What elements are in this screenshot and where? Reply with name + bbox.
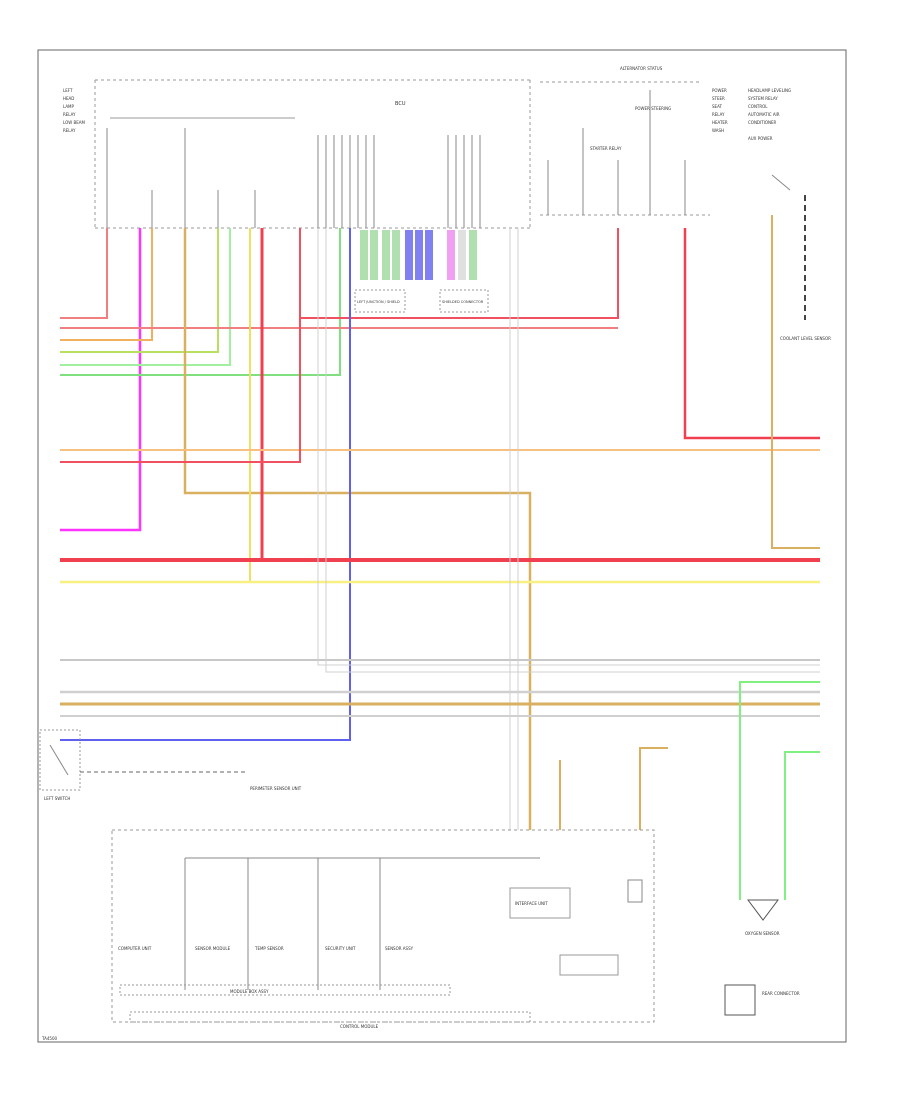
svg-text:AUTOMATIC AIR: AUTOMATIC AIR: [748, 112, 780, 117]
svg-text:POWER: POWER: [712, 88, 727, 93]
bottom-label: CONTROL MODULE: [340, 1024, 379, 1029]
svg-text:AUX POWER: AUX POWER: [748, 136, 773, 141]
module-box-label: MODULE BOX ASSY: [230, 989, 269, 994]
top-connector-label: BCU: [395, 101, 406, 107]
svg-text:RELAY: RELAY: [712, 112, 725, 117]
center-connector-group-label: SHIELDED CONNECTOR: [442, 300, 484, 304]
sub-box-label: INTERFACE UNIT: [515, 901, 548, 906]
svg-text:HEADLAMP LEVELING: HEADLAMP LEVELING: [748, 88, 791, 93]
svg-text:SEAT: SEAT: [712, 104, 722, 109]
left-lower-switch-label: LEFT SWITCH: [44, 796, 70, 801]
svg-text:CONTROL: CONTROL: [748, 104, 768, 109]
right-lower-label: OXYGEN SENSOR: [745, 931, 780, 936]
svg-text:LOW BEAM: LOW BEAM: [63, 120, 85, 125]
svg-text:WASH: WASH: [712, 128, 724, 133]
diagram-frame: [37, 49, 847, 1043]
svg-text:RELAY: RELAY: [63, 112, 76, 117]
right-top-label-2: POWER STEERING: [635, 106, 671, 111]
svg-text:HEAD: HEAD: [63, 96, 74, 101]
svg-text:HEATER: HEATER: [712, 120, 728, 125]
wire-set: [60, 215, 820, 900]
module-box: [111, 829, 655, 1023]
svg-text:CONDITIONER: CONDITIONER: [748, 120, 776, 125]
svg-text:SYSTEM RELAY: SYSTEM RELAY: [748, 96, 778, 101]
pin-blocks: [360, 230, 477, 280]
corner-code: TA4500: [41, 1036, 58, 1041]
top-left-labels: LEFT HEAD LAMP RELAY LOW BEAM RELAY: [63, 88, 85, 133]
left-connector-group-label: LEFT JUNCTION / SHIELD: [357, 300, 400, 304]
module-unit-5: SENSOR ASSY: [385, 946, 414, 951]
top-right-labels: POWER STEER SEAT RELAY HEATER WASH HEADLAMP …: [712, 88, 791, 141]
module-unit-4: SECURITY UNIT: [325, 946, 356, 951]
module-unit-3: TEMP SENSOR: [254, 946, 284, 951]
module-unit-1: COMPUTER UNIT: [118, 946, 152, 951]
svg-text:RELAY: RELAY: [63, 128, 76, 133]
connector-pins: [106, 90, 686, 228]
left-lower-text: PERIMETER SENSOR UNIT: [250, 786, 302, 791]
right-switch-label: COOLANT LEVEL SENSOR: [780, 336, 831, 341]
svg-text:STEER: STEER: [712, 96, 725, 101]
svg-text:LAMP: LAMP: [63, 104, 75, 109]
right-top-label-3: STARTER RELAY: [590, 146, 622, 151]
svg-text:LEFT: LEFT: [63, 88, 73, 93]
bottom-right-connector-label: REAR CONNECTOR: [762, 991, 800, 996]
right-top-label-1: ALTERNATOR STATUS: [620, 66, 663, 71]
module-unit-lines: [184, 858, 381, 990]
module-unit-2: SENSOR MODULE: [195, 946, 231, 951]
